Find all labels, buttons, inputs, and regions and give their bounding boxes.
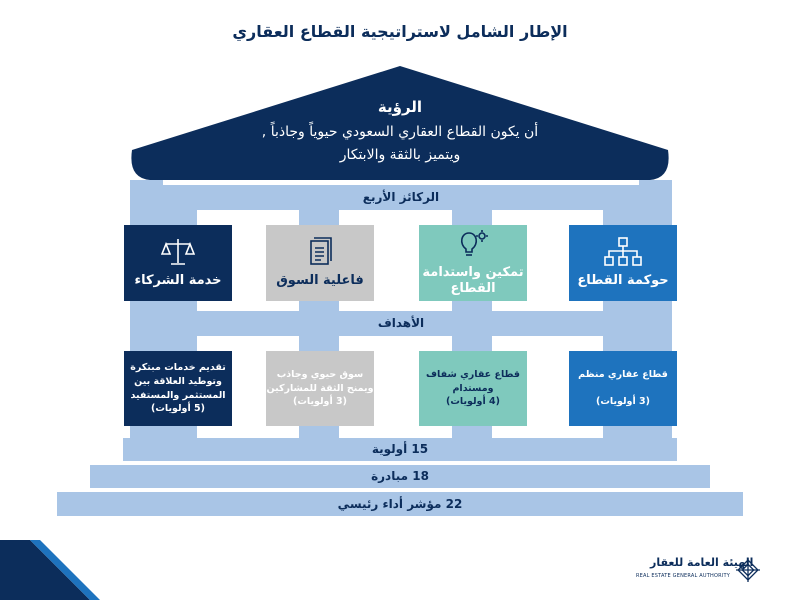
connector (299, 426, 339, 438)
connector (452, 210, 492, 225)
connector (157, 210, 197, 225)
logo-name-ar: الهيئة العامة للعقار (650, 556, 754, 569)
pillar-label: فاعلية السوق (276, 272, 364, 288)
goals-band-label: الأهداف (130, 311, 672, 336)
pillar-label: تمكين واستدامة القطاع (422, 264, 524, 296)
connector (452, 426, 492, 438)
pillar-partner-service: خدمة الشركاء (124, 225, 232, 301)
pillar-sector-governance: حوكمة القطاع (569, 225, 677, 301)
step-priorities: 15 أولوية (123, 438, 677, 461)
goal-regulated-sector: قطاع عقاري منظم (3 أولويات) (569, 351, 677, 426)
connector (452, 336, 492, 351)
pillar-sector-enablement: تمكين واستدامة القطاع (419, 225, 527, 301)
pillar-market-effectiveness: فاعلية السوق (266, 225, 374, 301)
goal-vibrant-market: سوق حيوي وجاذب ويمنح الثقة للمشاركين (3 … (266, 351, 374, 426)
connector (157, 336, 197, 351)
connector (299, 210, 339, 225)
document-icon (310, 237, 332, 265)
connector (452, 301, 492, 311)
lightbulb-gear-icon (460, 229, 488, 256)
connector (603, 336, 643, 351)
vision-statement-line-2: ويتميز بالثقة والابتكار (339, 147, 461, 163)
vision-roof (131, 66, 669, 180)
connector (603, 301, 643, 311)
diamond-pattern-logo-icon (736, 558, 760, 582)
scales-icon (161, 238, 195, 265)
vision-title: الرؤية (377, 98, 423, 116)
network-icon (604, 237, 642, 266)
pillar-label: خدمة الشركاء (134, 272, 222, 288)
page-title: الإطار الشامل لاستراتيجية القطاع العقاري (232, 22, 568, 41)
connector (157, 426, 197, 438)
pillar-label: حوكمة القطاع (577, 272, 669, 288)
connector (603, 426, 643, 438)
connector (299, 336, 339, 351)
corner-decoration (0, 540, 100, 600)
goal-innovative-services: تقديم خدمات مبتكرة وتوطيد العلاقة بين ال… (124, 351, 232, 426)
goal-transparent-sustainable-sector: قطاع عقاري شفاف ومستدام (4 أولويات) (419, 351, 527, 426)
step-kpis: 22 مؤشر أداء رئيسي (57, 492, 743, 516)
logo-name-en: REAL ESTATE GENERAL AUTHORITY (636, 573, 730, 579)
connector (157, 301, 197, 311)
vision-statement-line-1: أن يكون القطاع العقاري السعودي حيوياً وج… (261, 124, 539, 140)
pillars-band-label: الركائز الأربع (130, 185, 672, 210)
connector (299, 301, 339, 311)
step-initiatives: 18 مبادرة (90, 465, 710, 488)
connector (603, 210, 643, 225)
